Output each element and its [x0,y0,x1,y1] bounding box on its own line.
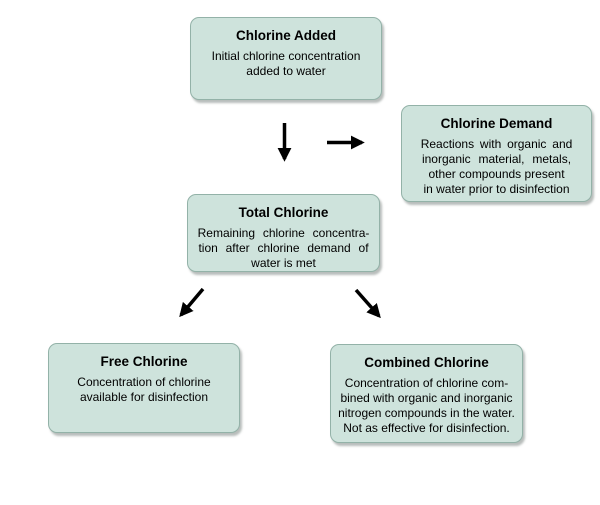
diagonal-arrow-total-to-combined [354,288,381,319]
box-combined-chlorine: Combined Chlorine Concentration of chlor… [330,344,523,443]
box-chlorine-demand-line: inorganic material, metals, [421,152,572,166]
box-combined-chlorine-title: Combined Chlorine [364,355,489,370]
box-chlorine-added: Chlorine Added Initial chlorine concentr… [190,17,382,100]
box-total-chlorine-line: water is met [251,256,316,270]
box-chlorine-demand-title: Chlorine Demand [440,116,553,131]
box-combined-chlorine-line: nitrogen compounds in the water. [338,406,515,420]
box-free-chlorine-line: Concentration of chlorine [77,375,211,389]
box-total-chlorine-title: Total Chlorine [238,205,329,220]
box-free-chlorine: Free Chlorine Concentration of chlorine … [48,343,240,433]
box-total-chlorine: Total Chlorine Remaining chlorine concen… [187,194,380,272]
box-chlorine-added-line: Initial chlorine concentration [211,49,361,63]
box-chlorine-demand-line: other compounds present [428,167,565,181]
box-combined-chlorine-line: bined with organic and inorganic [340,391,513,405]
diagonal-arrow-total-to-free [179,287,205,318]
box-chlorine-demand: Chlorine Demand Reactions with organic a… [401,105,592,202]
box-chlorine-demand-line: in water prior to disinfection [423,182,570,196]
box-chlorine-added-line: added to water [246,64,326,78]
box-combined-chlorine-line: Concentration of chlorine com- [344,376,509,390]
box-chlorine-demand-line: Reactions with organic and [420,137,573,151]
box-total-chlorine-line: Remaining chlorine concentra- [197,226,370,240]
box-chlorine-added-title: Chlorine Added [236,28,336,43]
box-total-chlorine-line: tion after chlorine demand of [198,241,369,255]
box-free-chlorine-line: available for disinfection [79,390,209,404]
box-free-chlorine-title: Free Chlorine [100,354,188,369]
box-combined-chlorine-line: Not as effective for disinfection. [343,421,510,435]
